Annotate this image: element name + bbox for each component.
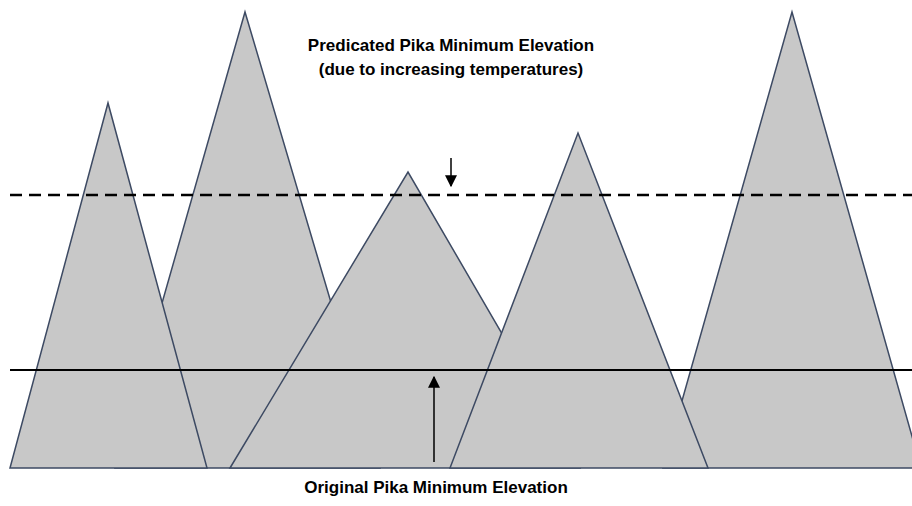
leader-arrow <box>450 158 452 186</box>
predicted-elevation-line <box>10 194 912 197</box>
annotation-label: (due to increasing temperatures) <box>319 60 584 80</box>
leader-arrow <box>433 377 435 462</box>
mountain-peak <box>663 12 912 468</box>
mountain-peak <box>10 103 207 468</box>
original-elevation-line <box>10 369 912 371</box>
mountain-peak <box>450 133 708 468</box>
annotation-label: Original Pika Minimum Elevation <box>304 478 568 498</box>
annotation-label: Predicated Pika Minimum Elevation <box>308 36 594 56</box>
